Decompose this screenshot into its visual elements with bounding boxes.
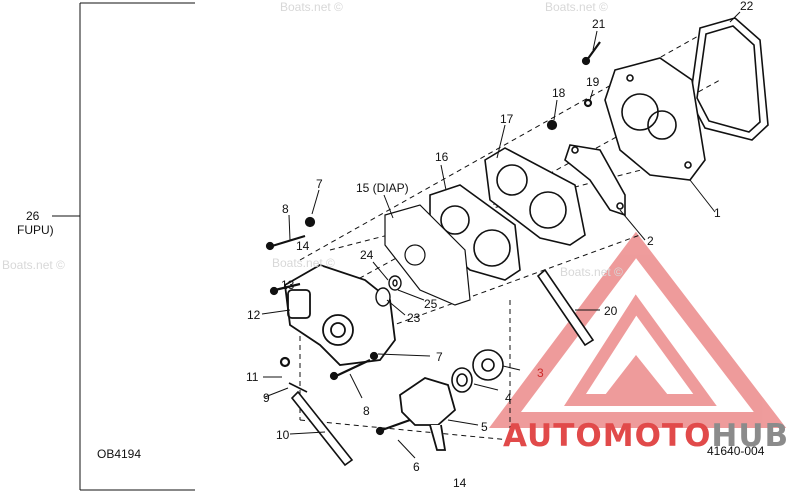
callout-20: 20 — [604, 304, 618, 318]
group-name: FUPU) — [17, 223, 54, 237]
screen-part-3 — [472, 349, 504, 381]
callout-3: 3 — [537, 366, 544, 380]
callout-10: 10 — [276, 428, 290, 442]
watermark: Boats.net © — [280, 0, 343, 14]
callout-11: 11 — [246, 370, 259, 384]
callout-2: 2 — [647, 234, 654, 248]
brand-logo: AUTOMOTOHUB — [503, 418, 789, 454]
group-number: 26 — [26, 209, 40, 223]
gasket-part-22 — [689, 17, 769, 141]
callout-9: 9 — [263, 391, 270, 405]
filter-cover-part-5 — [399, 377, 457, 451]
ring-part-4 — [451, 367, 473, 393]
watermark: Boats.net © — [272, 256, 335, 270]
watermark: Boats.net © — [2, 258, 65, 272]
callout-7-mid: 7 — [436, 350, 443, 364]
callout-18: 18 — [552, 86, 566, 100]
callout-17: 17 — [500, 112, 514, 126]
ob-code: OB4194 — [97, 447, 142, 461]
callout-13: 13 — [281, 278, 295, 292]
callout-1: 1 — [714, 206, 721, 220]
callout-23: 23 — [407, 311, 421, 325]
pump-cover-part-12 — [284, 264, 396, 366]
callout-5: 5 — [481, 420, 488, 434]
watermark: Boats.net © — [560, 265, 623, 279]
group-bracket — [52, 2, 195, 491]
drawing-number: 41640-004 — [707, 444, 765, 458]
brand-part-moto: MOTO — [602, 418, 712, 454]
seal-rings-23-25 — [375, 275, 402, 307]
pump-body-part-1 — [604, 57, 706, 181]
callout-14: 14 — [296, 239, 310, 253]
callout-4: 4 — [505, 391, 512, 405]
valve-plate-part-17 — [484, 147, 586, 246]
callout-7-top: 7 — [316, 177, 323, 191]
callout-8-top: 8 — [282, 202, 289, 216]
callout-15: 15 (DIAP) — [356, 181, 409, 195]
brand-part-hub: HUB — [711, 418, 790, 454]
callout-19: 19 — [586, 75, 600, 89]
diaphragm-part-15 — [384, 204, 471, 306]
brand-part-auto: AUTO — [503, 418, 603, 454]
callout-6: 6 — [413, 460, 420, 474]
callout-12: 12 — [247, 308, 261, 322]
callout-8-bottom: 8 — [363, 404, 370, 418]
plate-part-2 — [564, 144, 626, 217]
callout-21: 21 — [592, 17, 606, 31]
callout-24: 24 — [360, 248, 374, 262]
leader-lines — [261, 11, 741, 459]
callout-25: 25 — [424, 297, 438, 311]
brand-triangle-icon — [489, 231, 787, 428]
bottom-number: 14 — [453, 476, 467, 490]
watermark: Boats.net © — [545, 0, 608, 14]
bolts — [265, 41, 601, 436]
hoses — [288, 268, 595, 467]
callout-16: 16 — [435, 150, 449, 164]
callout-22: 22 — [740, 0, 754, 13]
